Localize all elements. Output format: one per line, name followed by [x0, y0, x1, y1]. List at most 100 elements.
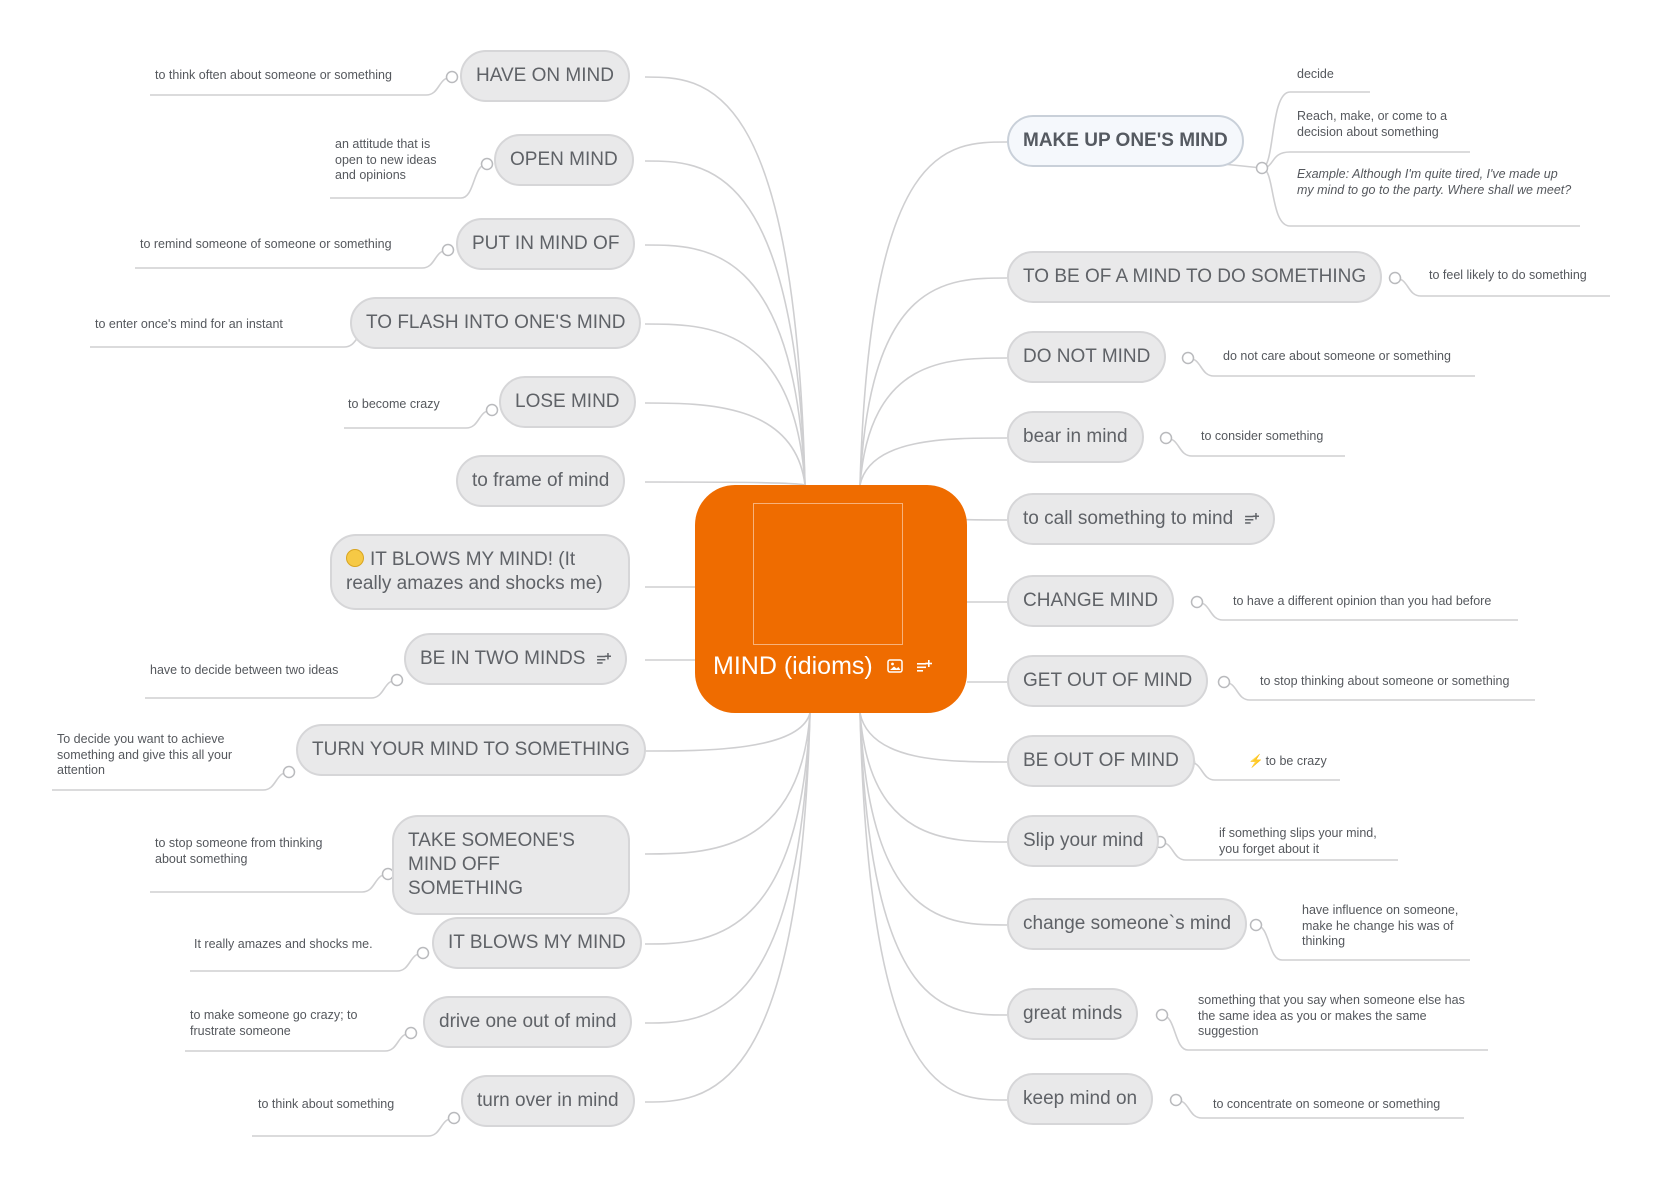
topic-slip-your-mind[interactable]: Slip your mind: [1007, 815, 1160, 867]
subtopic-reach-a-decision[interactable]: Reach, make, or come to a decision about…: [1297, 109, 1448, 139]
image-icon[interactable]: [886, 659, 903, 673]
edge-right-2: [859, 357, 1008, 486]
topic-change-someones-mind[interactable]: change someone`s mind: [1007, 898, 1248, 950]
root-image-placeholder: [753, 503, 903, 645]
topic-be-in-two-minds[interactable]: BE IN TWO MINDS: [404, 633, 628, 685]
edge-left-5: [644, 481, 806, 486]
subtopic-drive-out-of-mind[interactable]: to make someone go crazy; to frustrate s…: [190, 1008, 358, 1038]
topic-make-up-ones-mind[interactable]: MAKE UP ONE'S MIND: [1007, 115, 1244, 167]
topic-do-not-mind[interactable]: DO NOT MIND: [1007, 331, 1167, 383]
topic-lose-mind[interactable]: LOSE MIND: [499, 376, 636, 428]
topic-call-to-mind[interactable]: to call something to mind: [1007, 493, 1276, 545]
leaf-connector-left-4: [344, 409, 493, 429]
leaf-connector-left-8: [190, 952, 424, 972]
subtopic-lose-mind[interactable]: to become crazy: [348, 397, 440, 411]
collapse-toggle-right-0[interactable]: [1388, 271, 1402, 285]
edge-left-12: [644, 712, 811, 1103]
edge-left-4: [644, 402, 806, 486]
leaf-connector-left-7: [150, 873, 389, 893]
collapse-toggle-right-8[interactable]: [1155, 1008, 1169, 1022]
edge-left-9: [644, 712, 811, 855]
edge-right-8: [859, 712, 1008, 843]
edge-left-2: [644, 244, 806, 486]
subtopic-keep-mind-on[interactable]: to concentrate on someone or something: [1213, 1097, 1441, 1111]
edge-right-0: [859, 141, 1008, 486]
collapse-toggle-left-6[interactable]: [282, 765, 296, 779]
subtopic-have-on-mind[interactable]: to think often about someone or somethin…: [155, 68, 392, 82]
leaf-connector-left-2: [135, 249, 449, 269]
topic-change-mind[interactable]: CHANGE MIND: [1007, 575, 1175, 627]
subtopic-do-not-mind[interactable]: do not care about someone or something: [1223, 349, 1451, 363]
topic-bear-in-mind[interactable]: bear in mind: [1007, 411, 1144, 463]
edge-left-0: [644, 76, 806, 486]
collapse-toggle-left-10[interactable]: [447, 1111, 461, 1125]
collapse-toggle-left-0[interactable]: [445, 70, 459, 84]
collapse-toggle-right-7[interactable]: [1249, 918, 1263, 932]
collapse-toggle-left-1[interactable]: [480, 157, 494, 171]
subtopic-be-in-two-minds[interactable]: have to decide between two ideas: [150, 663, 339, 677]
subtopic-put-in-mind-of[interactable]: to remind someone of someone or somethin…: [140, 237, 392, 251]
leaf-connector-left-5: [145, 679, 398, 699]
edge-right-1: [859, 277, 1008, 486]
topic-be-out-of-mind[interactable]: BE OUT OF MIND: [1007, 735, 1195, 787]
subtopic-turn-over-in-mind[interactable]: to think about something: [258, 1097, 395, 1111]
collapse-toggle-left-8[interactable]: [416, 946, 430, 960]
collapse-toggle-left-9[interactable]: [404, 1026, 418, 1040]
note-icon[interactable]: [1245, 513, 1260, 525]
collapse-toggle-right-1[interactable]: [1181, 351, 1195, 365]
topic-frame-of-mind[interactable]: to frame of mind: [456, 455, 626, 507]
topic-of-a-mind-to-do[interactable]: TO BE OF A MIND TO DO SOMETHING: [1007, 251, 1383, 303]
subtopic-of-a-mind-to-do[interactable]: to feel likely to do something: [1429, 268, 1587, 282]
subtopic-flash-into-mind[interactable]: to enter once's mind for an instant: [95, 317, 283, 331]
collapse-toggle-right-4[interactable]: [1217, 675, 1231, 689]
collapse-toggle-left-5[interactable]: [390, 673, 404, 687]
collapse-toggle-left-4[interactable]: [485, 403, 499, 417]
leaf-connector-reach: [1261, 151, 1470, 169]
subtopic-slip-your-mind[interactable]: if something slips your mind, you forget…: [1219, 826, 1377, 856]
collapse-toggle-make-up[interactable]: [1255, 161, 1269, 175]
collapse-toggle-left-2[interactable]: [441, 243, 455, 257]
edge-left-1: [644, 160, 806, 486]
edge-left-8: [644, 712, 811, 752]
topic-open-mind[interactable]: OPEN MIND: [494, 134, 634, 186]
topic-keep-mind-on[interactable]: keep mind on: [1007, 1073, 1154, 1125]
note-icon[interactable]: [597, 653, 612, 665]
subtopic-change-mind[interactable]: to have a different opinion than you had…: [1233, 594, 1492, 608]
topic-get-out-of-mind[interactable]: GET OUT OF MIND: [1007, 655, 1209, 707]
subtopic-decide[interactable]: decide: [1297, 67, 1334, 81]
topic-great-minds[interactable]: great minds: [1007, 988, 1139, 1040]
edge-right-7: [859, 712, 1008, 763]
topic-turn-over-in-mind[interactable]: turn over in mind: [461, 1075, 635, 1127]
subtopic-great-minds[interactable]: something that you say when someone else…: [1198, 993, 1465, 1038]
edge-left-3: [644, 323, 806, 486]
leaf-connector-left-10: [252, 1117, 455, 1137]
collapse-toggle-right-9[interactable]: [1169, 1093, 1183, 1107]
collapse-toggle-right-3[interactable]: [1190, 595, 1204, 609]
lightning-icon: ⚡: [1248, 754, 1264, 768]
subtopic-change-someones-mind[interactable]: have influence on someone, make he chang…: [1302, 903, 1459, 948]
topic-it-blows-my-mind-amazes[interactable]: IT BLOWS MY MIND! (It really amazes and …: [330, 534, 630, 610]
topic-turn-your-mind[interactable]: TURN YOUR MIND TO SOMETHING: [296, 724, 646, 776]
topic-have-on-mind[interactable]: HAVE ON MIND: [460, 50, 630, 102]
topic-drive-out-of-mind[interactable]: drive one out of mind: [423, 996, 633, 1048]
subtopic-be-out-of-mind[interactable]: ⚡to be crazy: [1248, 754, 1327, 768]
edge-right-9: [859, 712, 1008, 926]
subtopic-bear-in-mind[interactable]: to consider something: [1201, 429, 1324, 443]
topic-take-someones-mind-off[interactable]: TAKE SOMEONE'S MIND OFF SOMETHING: [392, 815, 630, 915]
subtopic-example[interactable]: Example: Although I'm quite tired, I've …: [1297, 167, 1572, 197]
subtopic-turn-your-mind[interactable]: To decide you want to achieve something …: [57, 732, 233, 777]
subtopic-it-blows-my-mind[interactable]: It really amazes and shocks me.: [194, 937, 373, 951]
edge-left-11: [644, 712, 811, 1024]
topic-put-in-mind-of[interactable]: PUT IN MIND OF: [456, 218, 636, 270]
topic-it-blows-my-mind[interactable]: IT BLOWS MY MIND: [432, 917, 642, 969]
subtopic-open-mind[interactable]: an attitude that is open to new ideas an…: [335, 137, 437, 182]
collapse-toggle-right-2[interactable]: [1159, 431, 1173, 445]
subtopic-get-out-of-mind[interactable]: to stop thinking about someone or someth…: [1260, 674, 1510, 688]
root-node[interactable]: MIND (idioms): [695, 485, 967, 713]
edge-right-11: [859, 712, 1008, 1101]
topic-flash-into-mind[interactable]: TO FLASH INTO ONE'S MIND: [350, 297, 642, 349]
subtopic-take-someones-mind-off[interactable]: to stop someone from thinking about some…: [155, 836, 323, 866]
note-add-icon[interactable]: [916, 659, 932, 673]
